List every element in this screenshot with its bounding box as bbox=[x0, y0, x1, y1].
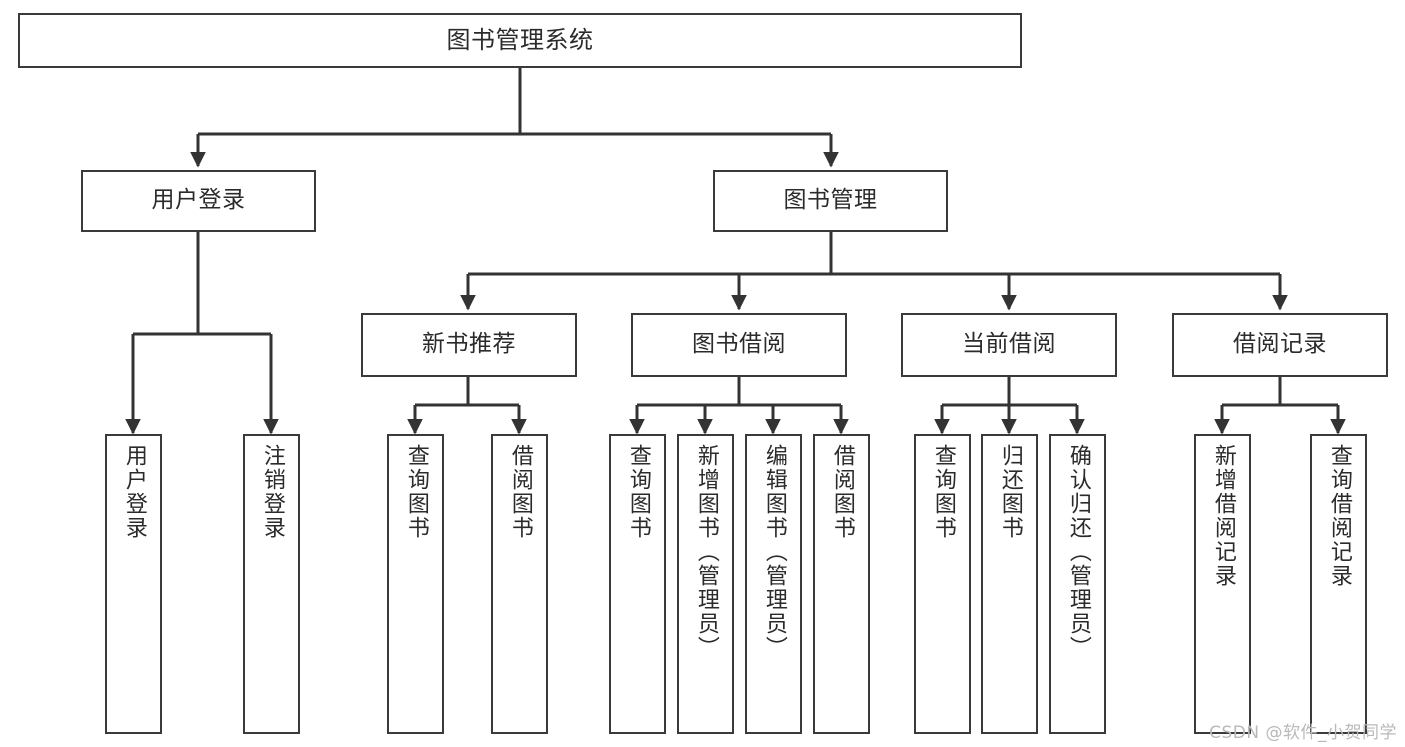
node-book-manage-label: 图书管理 bbox=[783, 187, 878, 214]
node-leaf-confirm-return[interactable]: 确认归还（管理员） bbox=[1049, 434, 1106, 734]
node-leaf-edit-book[interactable]: 编辑图书（管理员） bbox=[745, 434, 802, 734]
node-leaf-add-record-label: 新增借阅记录 bbox=[1210, 444, 1236, 588]
node-root-label: 图书管理系统 bbox=[446, 26, 594, 55]
node-borrow-record-label: 借阅记录 bbox=[1233, 331, 1327, 358]
node-leaf-borrow-book-2-label: 借阅图书 bbox=[829, 444, 855, 540]
node-leaf-user-login[interactable]: 用户登录 bbox=[105, 434, 162, 734]
node-leaf-edit-book-label: 编辑图书（管理员） bbox=[761, 444, 787, 660]
node-new-book-recommend[interactable]: 新书推荐 bbox=[361, 313, 577, 377]
node-leaf-query-book-2-label: 查询图书 bbox=[625, 444, 651, 540]
node-leaf-borrow-book-1[interactable]: 借阅图书 bbox=[491, 434, 548, 734]
node-new-book-recommend-label: 新书推荐 bbox=[422, 331, 516, 358]
csdn-watermark: CSDN @软件_小贺同学 bbox=[1209, 723, 1397, 743]
node-current-borrow-label: 当前借阅 bbox=[962, 331, 1056, 358]
node-leaf-borrow-book-2[interactable]: 借阅图书 bbox=[813, 434, 870, 734]
node-leaf-user-login-label: 用户登录 bbox=[121, 444, 147, 540]
node-leaf-add-book-label: 新增图书（管理员） bbox=[693, 444, 719, 660]
node-user-login-label: 用户登录 bbox=[151, 187, 246, 214]
node-leaf-confirm-return-label: 确认归还（管理员） bbox=[1065, 444, 1091, 660]
node-leaf-borrow-book-1-label: 借阅图书 bbox=[507, 444, 533, 540]
node-leaf-return-book-label: 归还图书 bbox=[997, 444, 1023, 540]
node-leaf-query-book-1[interactable]: 查询图书 bbox=[387, 434, 444, 734]
node-leaf-add-book[interactable]: 新增图书（管理员） bbox=[677, 434, 734, 734]
node-book-borrow[interactable]: 图书借阅 bbox=[631, 313, 847, 377]
node-leaf-return-book[interactable]: 归还图书 bbox=[981, 434, 1038, 734]
node-leaf-user-logout-label: 注销登录 bbox=[259, 444, 285, 540]
node-leaf-query-book-3-label: 查询图书 bbox=[930, 444, 956, 540]
node-book-manage[interactable]: 图书管理 bbox=[713, 170, 948, 232]
node-current-borrow[interactable]: 当前借阅 bbox=[901, 313, 1117, 377]
node-root[interactable]: 图书管理系统 bbox=[18, 13, 1022, 68]
node-borrow-record[interactable]: 借阅记录 bbox=[1172, 313, 1388, 377]
node-user-login[interactable]: 用户登录 bbox=[81, 170, 316, 232]
node-leaf-user-logout[interactable]: 注销登录 bbox=[243, 434, 300, 734]
node-leaf-add-record[interactable]: 新增借阅记录 bbox=[1194, 434, 1251, 734]
node-leaf-query-record[interactable]: 查询借阅记录 bbox=[1310, 434, 1367, 734]
node-leaf-query-book-1-label: 查询图书 bbox=[403, 444, 429, 540]
node-leaf-query-record-label: 查询借阅记录 bbox=[1326, 444, 1352, 588]
node-book-borrow-label: 图书借阅 bbox=[692, 331, 786, 358]
node-leaf-query-book-2[interactable]: 查询图书 bbox=[609, 434, 666, 734]
node-leaf-query-book-3[interactable]: 查询图书 bbox=[914, 434, 971, 734]
